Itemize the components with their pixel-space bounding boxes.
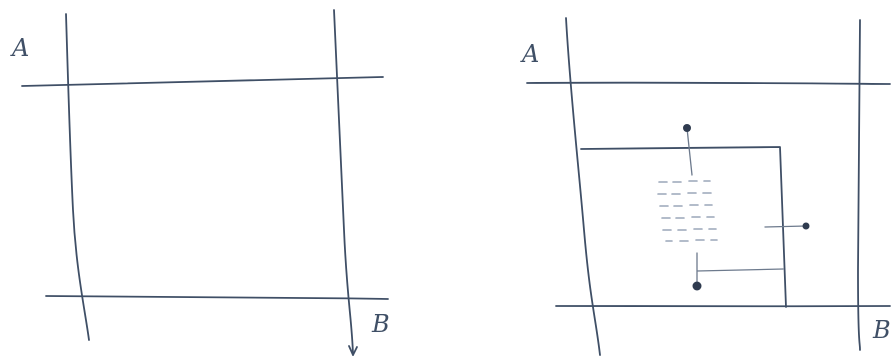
right-panel-bottom-line [555,304,891,308]
left-panel-b-arrow [348,345,358,356]
right-pin-dot [802,222,810,230]
right-panel-label-a: A [520,40,539,68]
right-panel-top-line [526,81,891,85]
inner-box [580,146,787,308]
left-panel-top-line [21,76,384,87]
left-panel-left-line [65,13,90,341]
hatch-row [657,192,712,195]
hatch-row [659,204,713,207]
left-panel: A B [10,9,390,356]
left-panel-label-a: A [10,34,29,62]
top-pin-dot [683,124,691,132]
bottom-pin-dot [692,281,702,291]
bottom-pin-bracket [696,252,784,286]
right-panel-left-line [565,17,601,356]
left-panel-label-b: B [371,310,390,338]
hatch-row [658,180,711,183]
hatch-row [665,239,718,242]
right-pin-stem [764,225,807,228]
hatch-row [662,228,717,231]
dashed-hatch-area [657,180,718,242]
right-panel-label-b: B [872,316,891,344]
right-panel: A B [520,17,891,356]
top-pin-stem [686,127,693,176]
right-panel-right-line [857,19,861,351]
left-panel-right-line [333,9,354,356]
left-panel-bottom-line [45,295,389,300]
hatch-row [661,216,715,219]
